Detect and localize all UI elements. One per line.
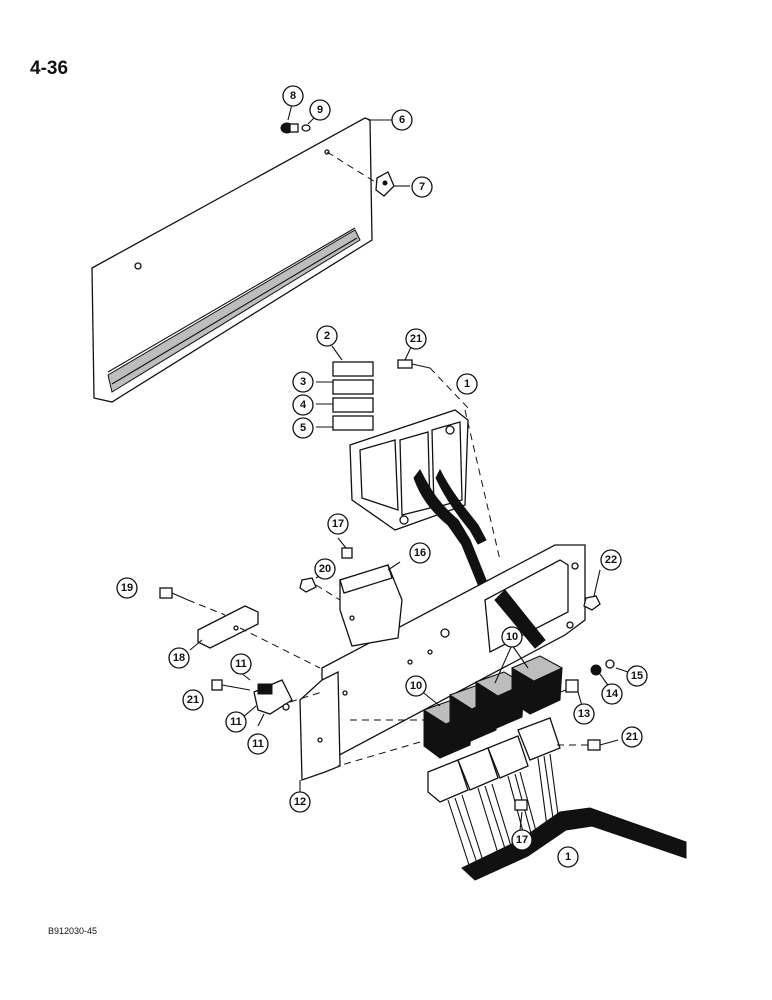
main-harness [461,807,687,881]
svg-text:21: 21 [187,694,199,706]
svg-text:11: 11 [235,658,247,670]
callout-17-bottom: 17 [511,829,533,851]
svg-text:22: 22 [605,554,617,566]
svg-text:15: 15 [631,670,643,682]
svg-text:5: 5 [300,422,306,434]
svg-text:2: 2 [324,330,330,342]
svg-text:10: 10 [410,680,422,692]
screw-21b [211,679,251,691]
svg-text:11: 11 [252,738,264,750]
svg-text:3: 3 [300,376,306,388]
svg-text:18: 18 [173,652,185,664]
svg-text:14: 14 [606,688,619,700]
callout-10-left: 10 [405,675,427,697]
callout-11-top: 11 [230,653,252,675]
washer [301,117,315,132]
cover-panel [91,117,392,403]
svg-text:9: 9 [317,104,323,116]
callout-3: 3 [292,371,314,393]
callout-9: 9 [309,99,331,121]
callout-10-top: 10 [501,626,523,648]
callout-4: 4 [292,394,314,416]
svg-text:8: 8 [290,90,296,102]
svg-text:19: 19 [121,582,133,594]
switch-block [349,409,501,595]
svg-text:7: 7 [419,181,425,193]
svg-text:17: 17 [332,518,344,530]
callout-15: 15 [626,665,648,687]
clamp [189,605,259,651]
svg-text:6: 6 [399,114,405,126]
resistor-clip [239,671,323,727]
washer-15 [524,659,629,706]
callout-5: 5 [292,417,314,439]
callout-21-right: 21 [621,726,643,748]
callout-21-left: 21 [182,689,204,711]
figure-id: B912030-45 [48,926,98,936]
callout-19: 19 [116,577,138,599]
svg-text:21: 21 [410,333,422,345]
screw-17a [337,537,353,559]
page-number: 4-36 [30,58,69,79]
svg-text:13: 13 [578,708,590,720]
svg-text:1: 1 [565,851,571,863]
svg-text:11: 11 [230,716,242,728]
callout-16: 16 [409,542,431,564]
svg-text:21: 21 [626,731,638,743]
nut-20 [299,571,341,601]
callout-7: 7 [411,176,433,198]
callout-20: 20 [314,558,336,580]
callout-22: 22 [600,549,622,571]
callout-2: 2 [316,325,338,347]
callout-14: 14 [601,683,623,705]
switch-connectors [316,345,374,431]
callout-21-top: 21 [405,328,427,350]
flasher-unit [339,561,403,647]
relay-sockets [337,717,561,803]
svg-text:12: 12 [294,796,306,808]
callout-18: 18 [168,647,190,669]
svg-text:10: 10 [506,631,518,643]
callout-12: 12 [289,791,311,813]
screw-19 [159,587,321,669]
callout-1-top: 1 [456,373,478,395]
svg-text:16: 16 [414,547,426,559]
svg-text:1: 1 [464,378,470,390]
screw-13 [565,679,583,707]
knob [280,103,299,134]
nut-22 [583,569,601,611]
screw-17b [514,799,528,831]
callout-6: 6 [391,109,413,131]
svg-text:20: 20 [319,563,331,575]
callout-8: 8 [282,85,304,107]
screw-21c [556,739,619,751]
latch [375,171,410,197]
svg-text:17: 17 [516,834,528,846]
callout-11-mid: 11 [225,711,247,733]
relays [419,644,564,759]
callout-17-top: 17 [327,513,349,535]
svg-text:4: 4 [300,399,307,411]
callout-13: 13 [573,703,595,725]
callout-1-bottom: 1 [557,846,579,868]
callout-11-bottom: 11 [247,733,269,755]
